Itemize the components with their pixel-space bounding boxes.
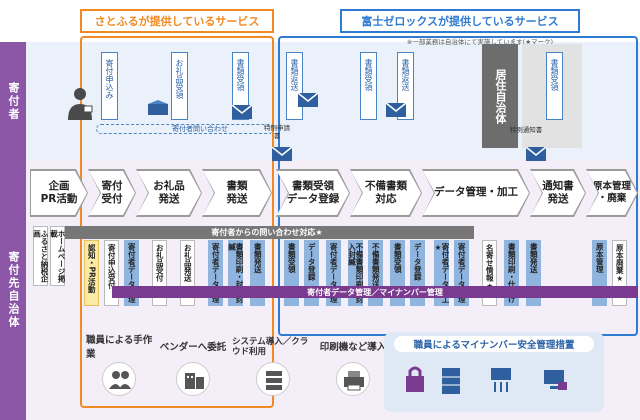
envelope-icon bbox=[271, 146, 293, 161]
inquiry-bar: 寄付者からの問い合わせ対応★ bbox=[60, 226, 474, 239]
doc-gift-received: お礼品受領 bbox=[171, 52, 188, 120]
printer-icon bbox=[336, 362, 370, 396]
envelope-icon bbox=[231, 104, 253, 119]
task-pr-activity: 認知・PR活動 bbox=[84, 240, 99, 306]
envelope-icon bbox=[297, 92, 319, 107]
step-document-receipt: 書類受領 データ登録 bbox=[277, 171, 349, 215]
fujixerox-note: ※一部業務は自治体にて実施しています(★マーク) bbox=[406, 38, 554, 46]
task-furusato-planning: ふるさと納税企画 bbox=[33, 226, 49, 286]
task-homepage: ホームページ掲載 bbox=[50, 226, 66, 286]
step-data-management: データ管理・加工 bbox=[423, 171, 529, 215]
vendor-building-icon bbox=[176, 362, 210, 396]
doc-returned-1: 書類返送 bbox=[286, 52, 303, 120]
step-gift-shipping: お礼品 発送 bbox=[137, 171, 201, 215]
donor-lane-label: 寄付者 bbox=[0, 42, 26, 160]
gift-box-icon bbox=[147, 100, 169, 116]
satofull-callout: さとふるが提供しているサービス bbox=[80, 9, 274, 33]
shredder-icon bbox=[486, 362, 516, 396]
satofull-frame bbox=[80, 36, 274, 408]
doc-received-2: 書類受領 bbox=[360, 52, 377, 120]
security-measures-title: 職員によるマイナンバー安全管理措置 bbox=[394, 336, 594, 352]
doc-received-1: 書類受領 bbox=[232, 52, 249, 120]
residence-label: 居住自治体 bbox=[482, 44, 518, 148]
envelope-icon bbox=[385, 102, 407, 117]
server-icon bbox=[256, 362, 290, 396]
fujixerox-callout: 富士ゼロックスが提供しているサービス bbox=[340, 9, 580, 33]
manual-staff-icon bbox=[102, 362, 136, 396]
envelope-icon bbox=[525, 146, 547, 161]
tokurei-label: 特例申請書 bbox=[264, 124, 290, 140]
method-system: システム導入／クラウド利用 bbox=[232, 337, 309, 357]
method-printer: 印刷機など導入 bbox=[319, 342, 387, 353]
tokurei-notice: 特例通知書 bbox=[509, 126, 543, 134]
donor-person-icon bbox=[66, 86, 94, 120]
method-vendor: ベンダーへ委託 bbox=[159, 342, 227, 353]
lock-icon bbox=[400, 362, 430, 396]
step-planning: 企画 PR活動 bbox=[31, 171, 87, 215]
doc-donation-application: 寄付申込み bbox=[101, 52, 118, 120]
method-manual: 職員による手作業 bbox=[86, 335, 153, 360]
mynumber-bar: 寄付者データ管理／マイナンバー管理 bbox=[112, 286, 638, 298]
municipality-lane-label: 寄付先自治体 bbox=[0, 160, 26, 420]
locked-pc-icon bbox=[540, 362, 570, 396]
inquiry-label: 寄付者問い合わせ bbox=[172, 125, 228, 133]
cabinet-icon bbox=[436, 362, 466, 396]
inquiry-line bbox=[96, 124, 274, 134]
doc-received-residence: 書類受領 bbox=[546, 52, 563, 120]
